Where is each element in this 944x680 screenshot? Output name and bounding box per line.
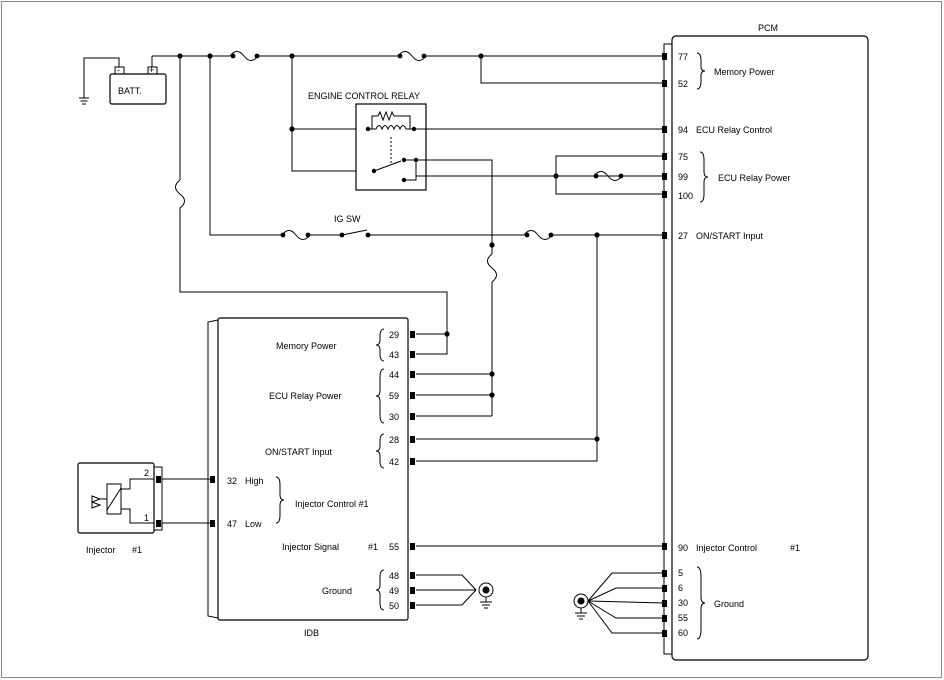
idb-module: IDB [207, 317, 409, 638]
idb-pin-49: 49 [389, 586, 399, 596]
pcm-pin-75: 75 [678, 152, 688, 162]
pcm-injector-control-label: Injector Control [696, 543, 757, 553]
idb-pin-48: 48 [389, 571, 399, 581]
pcm-pin-100: 100 [678, 191, 693, 201]
ig-sw-label: IG SW [334, 214, 361, 224]
pcm-pin-30: 30 [678, 598, 688, 608]
idb-right-wiring [416, 331, 664, 609]
idb-pin-47: 47 [227, 519, 237, 529]
pcm-module: PCM [663, 23, 869, 661]
pcm-memory-power-label: Memory Power [714, 67, 775, 77]
idb-pin-50: 50 [389, 601, 399, 611]
pcm-pin-55: 55 [678, 613, 688, 623]
battery-pos-label: + [149, 65, 154, 75]
idb-pin-44: 44 [389, 370, 399, 380]
power-wiring: IG SW [152, 51, 664, 462]
idb-pin-43: 43 [389, 350, 399, 360]
pcm-pin-27: 27 [678, 231, 688, 241]
pcm-pin-52: 52 [678, 79, 688, 89]
idb-memory-power-label: Memory Power [276, 341, 337, 351]
pcm-pin-6: 6 [678, 583, 683, 593]
pcm-ecu-relay-control-label: ECU Relay Control [696, 125, 772, 135]
idb-pin-32: 32 [227, 476, 237, 486]
idb-injector-control-label: Injector Control #1 [295, 499, 369, 509]
idb-pin-29: 29 [389, 330, 399, 340]
idb-pin-55: 55 [389, 542, 399, 552]
idb-injector-signal-num: #1 [368, 542, 378, 552]
idb-high-label: High [245, 476, 264, 486]
pcm-on-start-input-label: ON/START Input [696, 231, 764, 241]
battery: - + BATT. [79, 56, 167, 105]
battery-neg-label: - [117, 65, 120, 75]
pcm-ecu-relay-power-label: ECU Relay Power [718, 173, 791, 183]
idb-pin-30: 30 [389, 412, 399, 422]
idb-low-label: Low [245, 519, 262, 529]
injector-pin-1: 1 [144, 513, 149, 523]
engine-control-relay: ENGINE CONTROL RELAY [308, 91, 664, 416]
injector-num: #1 [132, 545, 142, 555]
injector-component: 2 1 Injector #1 [77, 462, 210, 555]
pcm-pin-90: 90 [678, 543, 688, 553]
pcm-labels: 77 52 Memory Power 94 ECU Relay Control … [678, 52, 800, 640]
pcm-ground-wiring [573, 572, 665, 634]
idb-pin-28: 28 [389, 435, 399, 445]
pcm-pin-77: 77 [678, 52, 688, 62]
idb-pin-59: 59 [389, 391, 399, 401]
idb-injector-signal-label: Injector Signal [282, 542, 339, 552]
pcm-pin-60: 60 [678, 628, 688, 638]
pcm-title: PCM [758, 23, 778, 33]
injector-label: Injector [86, 545, 116, 555]
injector-pin-2: 2 [144, 468, 149, 478]
idb-title: IDB [304, 628, 319, 638]
idb-ground-label: Ground [322, 586, 352, 596]
pcm-injector-num: #1 [790, 543, 800, 553]
pcm-pin-99: 99 [678, 172, 688, 182]
idb-pin-42: 42 [389, 457, 399, 467]
pin-markers [156, 53, 667, 637]
pcm-ecu-relay-power-wiring [553, 155, 664, 195]
relay-label: ENGINE CONTROL RELAY [308, 91, 420, 101]
pcm-ground-label: Ground [714, 599, 744, 609]
pcm-pin-94: 94 [678, 125, 688, 135]
idb-on-start-input-label: ON/START Input [265, 447, 333, 457]
idb-labels: 29 43 Memory Power 44 59 30 ECU Relay Po… [227, 328, 399, 611]
idb-ecu-relay-power-label: ECU Relay Power [269, 391, 342, 401]
battery-label: BATT. [118, 86, 142, 96]
pcm-pin-5: 5 [678, 568, 683, 578]
